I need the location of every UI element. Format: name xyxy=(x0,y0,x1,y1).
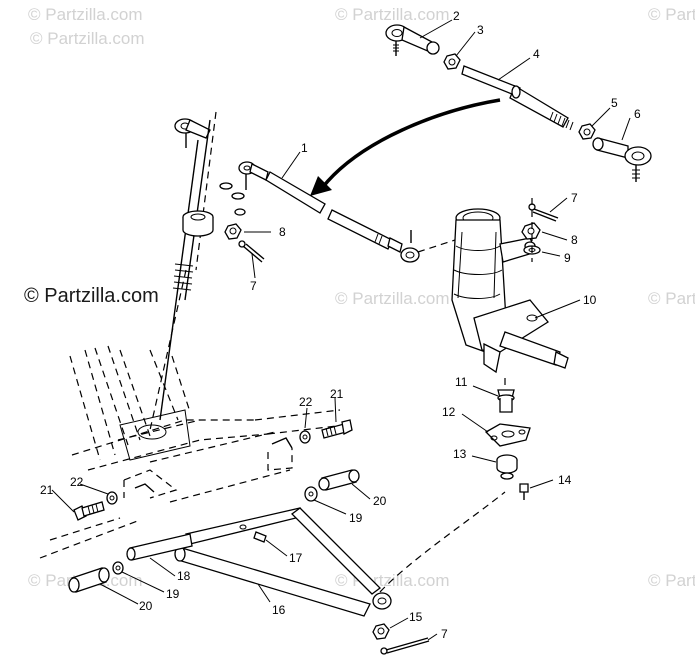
bushing-left xyxy=(68,567,110,593)
callout-11: 11 xyxy=(455,375,468,389)
watermark: © Partzilla.com xyxy=(30,29,145,48)
callout-22: 22 xyxy=(299,395,313,409)
bushing-right xyxy=(318,469,360,491)
cotter-pin-bottom xyxy=(380,637,430,655)
washer-right xyxy=(523,198,541,262)
callout-14: 14 xyxy=(558,473,572,487)
watermark: © Partzilla.com xyxy=(648,289,695,308)
callout-2: 2 xyxy=(453,9,460,23)
washer-right-arm xyxy=(304,486,318,502)
callout-6: 6 xyxy=(634,107,641,121)
watermark: © Partzilla.com xyxy=(648,5,695,24)
callout-15: 15 xyxy=(409,610,423,624)
callout-10: 10 xyxy=(583,293,597,307)
castle-nut-bottom xyxy=(372,623,390,640)
callout-22: 22 xyxy=(70,475,84,489)
callout-21: 21 xyxy=(330,387,344,401)
callout-5: 5 xyxy=(611,96,618,110)
a-arm xyxy=(126,491,506,617)
tie-rod xyxy=(461,65,574,131)
callout-13: 13 xyxy=(453,447,467,461)
callout-12: 12 xyxy=(442,405,456,419)
callout-7: 7 xyxy=(441,627,448,641)
watermark: © Partzilla.com xyxy=(335,289,450,308)
cotter-pin-right xyxy=(528,203,559,222)
callout-3: 3 xyxy=(477,23,484,37)
callout-8: 8 xyxy=(571,233,578,247)
callout-20: 20 xyxy=(139,599,153,613)
leader-lines xyxy=(51,19,631,641)
bolt-lower xyxy=(73,501,105,521)
callout-4: 4 xyxy=(533,47,540,61)
watermark: © Partzilla.com xyxy=(28,5,143,24)
washer-left-arm xyxy=(112,561,124,575)
washer-lower xyxy=(106,491,118,505)
callout-8: 8 xyxy=(279,225,286,239)
callout-7: 7 xyxy=(571,191,578,205)
callout-21: 21 xyxy=(40,483,54,497)
callout-20: 20 xyxy=(373,494,387,508)
callout-19: 19 xyxy=(166,587,180,601)
main-watermark: © Partzilla.com xyxy=(24,285,159,307)
watermark: © Partzilla.com xyxy=(648,571,695,590)
bolt-upper xyxy=(321,419,353,439)
watermark: © Partzilla.com xyxy=(335,5,450,24)
callout-19: 19 xyxy=(349,511,363,525)
jam-nut-left xyxy=(443,53,461,70)
steering-post xyxy=(149,111,265,431)
frame-outline xyxy=(39,345,346,559)
callout-labels: 2 3 4 5 6 1 8 7 7 8 9 10 11 12 13 14 15 … xyxy=(40,9,641,641)
tie-rod-assembly xyxy=(385,24,652,182)
assembly-arrow xyxy=(310,98,501,196)
washer-upper xyxy=(299,430,311,444)
tie-rod-end-left xyxy=(385,24,440,56)
callout-16: 16 xyxy=(272,603,286,617)
callout-9: 9 xyxy=(564,251,571,265)
ball-joint-stack xyxy=(484,389,531,500)
callout-17: 17 xyxy=(289,551,303,565)
callout-1: 1 xyxy=(301,141,308,155)
jam-nut-right xyxy=(578,123,596,140)
spindle xyxy=(451,208,569,392)
tie-rod-assembled xyxy=(238,161,456,263)
castle-nut-right xyxy=(521,222,541,240)
tie-rod-end-right xyxy=(592,137,652,182)
callout-18: 18 xyxy=(177,569,191,583)
callout-7: 7 xyxy=(250,279,257,293)
